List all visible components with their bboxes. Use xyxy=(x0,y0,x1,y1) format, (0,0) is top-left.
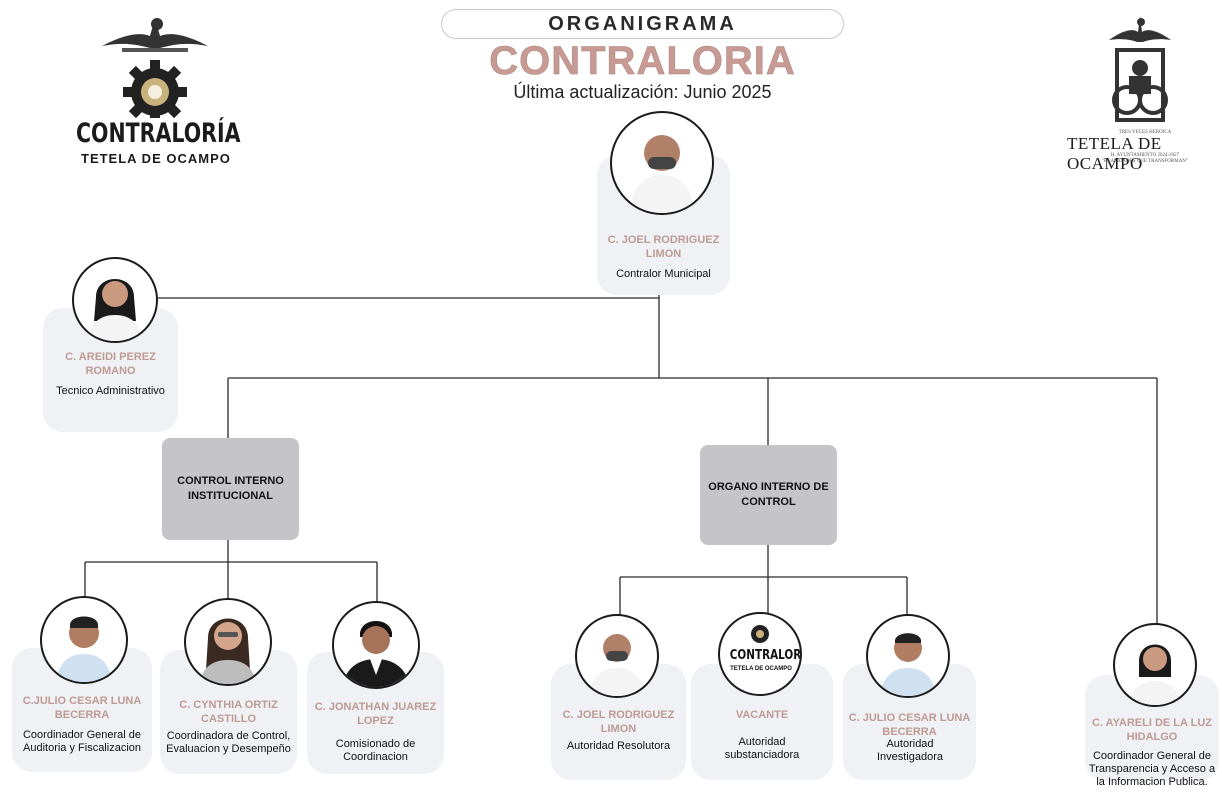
logo-right-line1: H. AYUNTAMIENTO 2024-2027 xyxy=(1110,153,1180,158)
name-ayareli: C. AYARELI DE LA LUZ HIDALGO xyxy=(1092,717,1212,743)
avatar-joel2 xyxy=(575,614,659,698)
page-title: CONTRALORIA xyxy=(489,39,796,84)
vacante-logo-title: CONTRALORÍA xyxy=(729,648,802,663)
name-cynthia: C. CYNTHIA ORTIZ CASTILLO xyxy=(179,699,278,725)
dept-control-interno: CONTROL INTERNO INSTITUCIONAL xyxy=(162,438,299,540)
name-vacante: VACANTE xyxy=(735,709,789,721)
name-joel2: C. JOEL RODRIGUEZ LIMON xyxy=(562,709,675,735)
avatar-ayareli xyxy=(1113,623,1197,707)
role-joel2: Autoridad Resolutora xyxy=(566,740,671,752)
organigrama-label: ORGANIGRAMA xyxy=(441,9,844,39)
name-julio1: C.JULIO CESAR LUNA BECERRA xyxy=(22,695,142,721)
avatar-julio2 xyxy=(866,614,950,698)
role-areidi: Tecnico Administrativo xyxy=(56,385,165,397)
logo-right-line2: "REALIDADES QUE TRANSFORMAN" xyxy=(1102,159,1188,164)
role-julio2: Autoridad Investigadora xyxy=(876,738,944,763)
logo-right-title: TETELA DE OCAMPO xyxy=(1067,134,1162,173)
logo-left-subtitle: TETELA DE OCAMPO xyxy=(81,151,231,166)
name-jonathan: C. JONATHAN JUAREZ LOPEZ xyxy=(314,701,437,727)
avatar-vacante: CONTRALORÍA TETELA DE OCAMPO xyxy=(718,612,802,696)
avatar-cynthia xyxy=(184,598,272,686)
role-jonathan: Comisionado de Coordinacion xyxy=(335,738,416,763)
role-vacante: Autoridad substanciadora xyxy=(724,736,800,761)
name-julio2: C. JULIO CESAR LUNA BECERRA xyxy=(848,712,971,738)
eagle-cannon-icon xyxy=(1109,16,1171,122)
role-joel-top: Contralor Municipal xyxy=(616,268,711,280)
dept-organo-interno: ORGANO INTERNO DE CONTROL xyxy=(700,445,837,545)
last-update: Última actualización: Junio 2025 xyxy=(513,82,772,102)
logo-contraloria: CONTRALORÍA TETELA DE OCAMPO xyxy=(70,8,240,173)
logo-tetela: TRES VECES HEROICA TETELA DE OCAMPO H. A… xyxy=(1060,10,1220,173)
avatar-areidi xyxy=(72,257,158,343)
logo-right-top: TRES VECES HEROICA xyxy=(1118,130,1172,135)
logo-left-title: CONTRALORÍA xyxy=(76,118,241,149)
role-ayareli: Coordinador General de Transparencia y A… xyxy=(1088,750,1216,788)
contraloria-logo-icon xyxy=(751,625,769,643)
name-areidi: C. AREIDI PEREZ ROMANO xyxy=(65,351,156,377)
role-cynthia: Coordinadora de Control, Evaluacion y De… xyxy=(166,730,291,755)
eagle-gear-icon xyxy=(102,18,208,118)
role-julio1: Coordinador General de Auditoria y Fisca… xyxy=(22,729,142,754)
avatar-joel-top xyxy=(610,111,714,215)
avatar-jonathan xyxy=(332,601,420,689)
avatar-julio1 xyxy=(40,596,128,684)
vacante-logo-subtitle: TETELA DE OCAMPO xyxy=(730,666,792,672)
name-joel-top: C. JOEL RODRIGUEZ LIMON xyxy=(607,234,720,260)
